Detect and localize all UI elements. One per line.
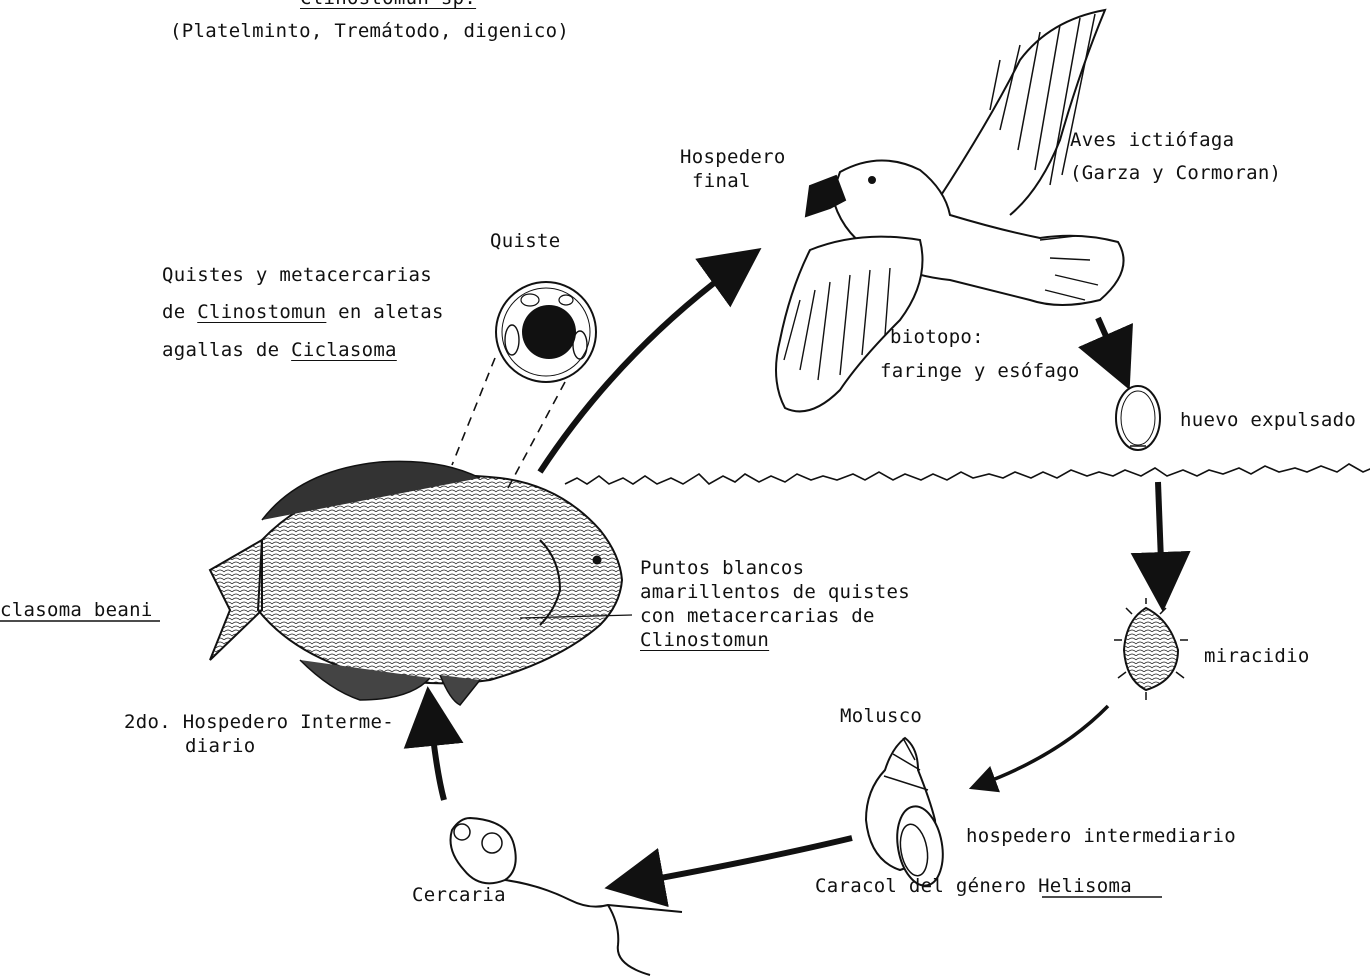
miracidium-illustration — [1114, 598, 1188, 700]
arrow-miracidium-to-snail — [982, 706, 1108, 784]
cichlid-fish-illustration — [210, 461, 622, 705]
arrow-cercaria-to-fish — [430, 710, 444, 800]
spots-line1: Puntos blancos — [640, 556, 804, 580]
snail-illustration — [866, 738, 949, 889]
fish-host-line1: 2do. Hospedero Interme- — [124, 710, 394, 734]
final-host-title-line1: Hospedero — [680, 145, 786, 169]
biotope-label-line1: biotopo: — [890, 325, 984, 349]
arrow-egg-to-miracidium — [1158, 482, 1162, 588]
spots-line3: con metacercarias de — [640, 604, 875, 628]
snail-caption: Caracol del género Helisoma — [815, 874, 1132, 898]
final-host-title-line2: final — [692, 169, 751, 193]
cyst-desc-line3: agallas de Ciclasoma — [162, 338, 397, 362]
miracidium-label: miracidio — [1204, 644, 1310, 668]
spots-line4: Clinostomun — [640, 628, 769, 652]
bird-label-line2: (Garza y Cormoran) — [1070, 161, 1281, 185]
biotope-label-line2: faringe y esófago — [880, 359, 1080, 383]
snail-role: hospedero intermediario — [966, 824, 1236, 848]
bird-label-line1: Aves ictiófaga — [1070, 128, 1234, 152]
spots-line2: amarillentos de quistes — [640, 580, 910, 604]
cyst-desc-line2: de Clinostomun en aletas — [162, 300, 444, 324]
arrow-bird-to-egg — [1098, 318, 1120, 368]
cercaria-label: Cercaria — [412, 883, 506, 907]
cyst-illustration — [496, 282, 596, 382]
egg-label: huevo expulsado — [1180, 408, 1356, 432]
cyst-dashed-line-right — [508, 382, 565, 488]
fish-host-line2: diario — [185, 734, 255, 758]
egg-illustration — [1116, 386, 1160, 450]
cyst-title: Quiste — [490, 229, 560, 253]
water-surface-line — [565, 464, 1370, 484]
classification-text: (Platelminto, Tremátodo, digenico) — [170, 19, 569, 43]
cyst-dashed-line-left — [452, 358, 495, 465]
fish-species-label: clasoma beani — [0, 598, 153, 622]
cyst-desc-line1: Quistes y metacercarias — [162, 263, 432, 287]
species-title-partial: Clinostomun sp. — [300, 0, 476, 10]
heron-bird-illustration — [776, 10, 1124, 411]
snail-title: Molusco — [840, 704, 922, 728]
